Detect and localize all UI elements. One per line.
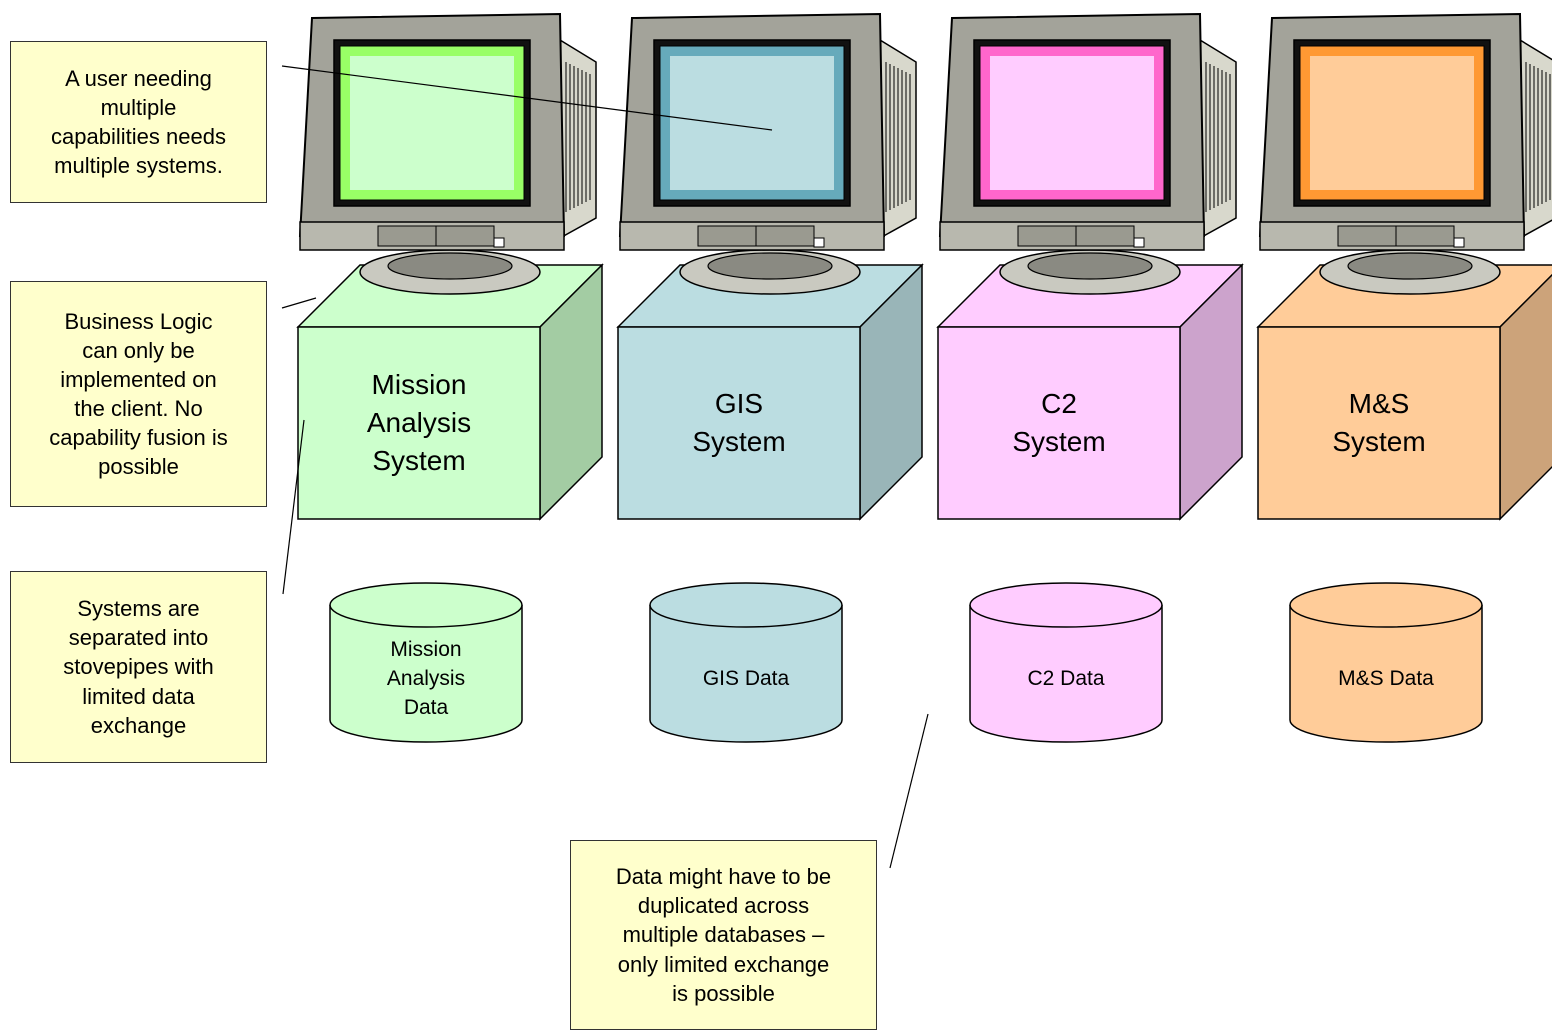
callout-leader-line [281,65,773,131]
monitor-screen [1310,56,1474,190]
monitor-button [755,225,815,247]
system-group [936,12,1244,743]
monitor-button [1017,225,1077,247]
monitor-back [1519,38,1552,240]
system-label: C2 System [1012,388,1106,457]
database-label: Mission Analysis Data [386,638,466,719]
monitor-button [1075,225,1135,247]
database-body [1289,605,1483,743]
monitor-stand-neck [387,252,513,280]
database-body [969,605,1163,743]
power-button [1133,237,1145,248]
monitor-button [1395,225,1455,247]
system-label: Mission Analysis System [366,369,472,476]
cube-front-face [297,326,541,520]
database-label: M&S Data [1338,667,1434,691]
power-button [1453,237,1465,248]
callout-leader-line [281,297,317,309]
monitor-screen [990,56,1154,190]
cube-front-face [1257,326,1501,520]
callout-leader-line [282,419,305,595]
database-top [649,582,843,628]
cube-front-face [937,326,1181,520]
monitor-button [1337,225,1397,247]
power-button [813,237,825,248]
database-label: GIS Data [702,667,790,691]
system-group [296,12,604,743]
database-body [329,605,523,743]
monitor-screen [670,56,834,190]
callout-data-duplication: Data might have to be duplicated across … [570,840,877,1030]
monitor-button [377,225,437,247]
database-top [329,582,523,628]
monitor-button [697,225,757,247]
system-label: GIS System [692,388,786,457]
monitor-stand-neck [707,252,833,280]
monitor-button [435,225,495,247]
system-group [616,12,924,743]
system-group [1256,12,1552,743]
callout-leader-line [889,713,929,869]
database-top [1289,582,1483,628]
system-label: M&S System [1332,388,1426,457]
callout-business-logic: Business Logic can only be implemented o… [10,281,267,507]
monitor-screen [350,56,514,190]
database-label: C2 Data [1027,667,1105,691]
power-button [493,237,505,248]
database-body [649,605,843,743]
monitor-stand-neck [1347,252,1473,280]
database-top [969,582,1163,628]
callout-user-systems: A user needing multiple capabilities nee… [10,41,267,203]
monitor-stand-neck [1027,252,1153,280]
callout-stovepipes: Systems are separated into stovepipes wi… [10,571,267,763]
cube-front-face [617,326,861,520]
